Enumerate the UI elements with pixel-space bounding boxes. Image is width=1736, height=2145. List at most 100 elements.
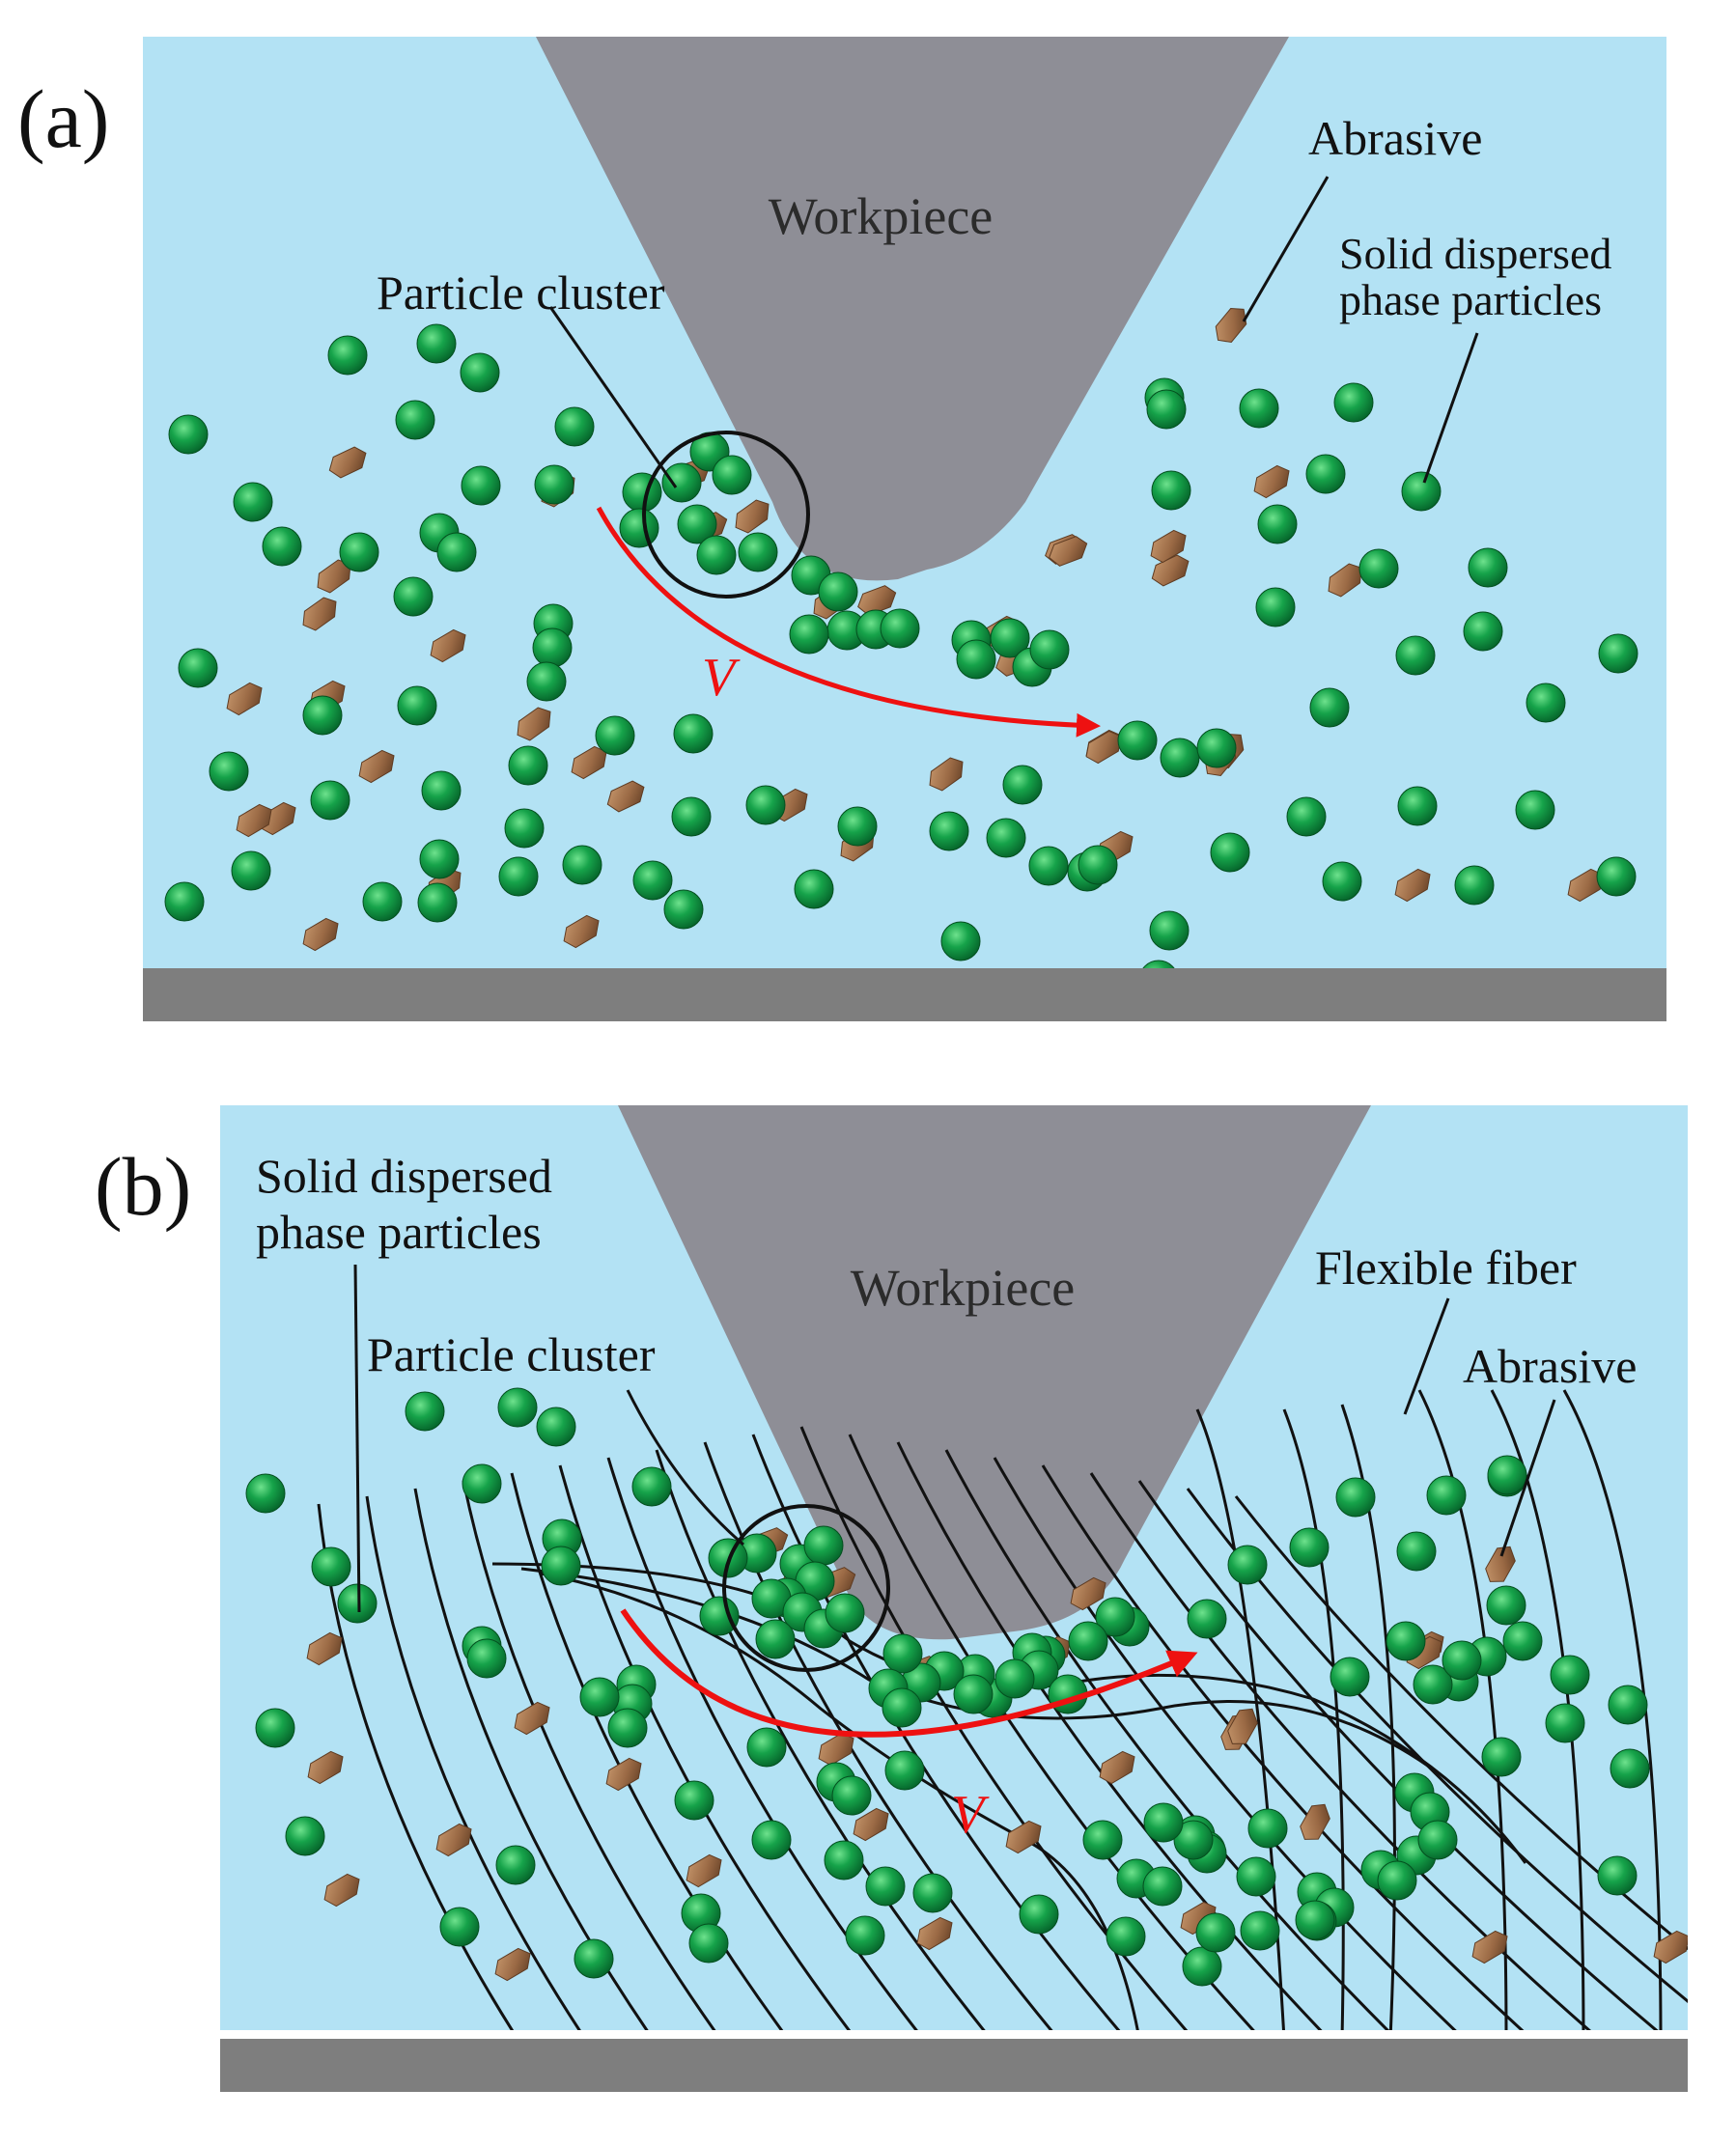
solid-particles-label-a-line2: phase particles xyxy=(1339,275,1602,324)
abrasive-grain xyxy=(517,707,551,741)
dispersed-particle xyxy=(712,455,752,495)
abrasive-leader-a xyxy=(1242,176,1330,322)
dispersed-particle xyxy=(1598,633,1638,674)
dispersed-particle xyxy=(1463,611,1503,652)
dispersed-particle xyxy=(1247,1808,1288,1849)
dispersed-particle xyxy=(1426,1475,1467,1516)
dispersed-particle xyxy=(1413,1664,1453,1705)
dispersed-particle xyxy=(1142,960,1175,968)
dispersed-particle xyxy=(168,414,209,455)
dispersed-particle xyxy=(504,808,545,849)
dispersed-particle xyxy=(508,745,548,786)
dispersed-particle xyxy=(1028,846,1069,886)
dispersed-particle xyxy=(1068,1621,1108,1661)
abrasive-grain xyxy=(563,914,600,949)
panel-a: Workpiece V (a) Particle cluster Abrasiv… xyxy=(17,37,1666,1021)
dispersed-particle xyxy=(745,785,786,825)
dispersed-particle xyxy=(1029,629,1070,670)
dispersed-particle xyxy=(990,618,1030,658)
dispersed-particle xyxy=(1377,1860,1417,1901)
abrasive-grain xyxy=(1180,1901,1217,1936)
flexible-fiber xyxy=(558,1464,852,2030)
dispersed-particle xyxy=(1333,382,1374,423)
flexible-fiber xyxy=(606,1457,918,2030)
dispersed-particle xyxy=(461,465,501,506)
dispersed-particle xyxy=(579,1677,620,1717)
dispersed-particle xyxy=(255,1708,295,1748)
flexible-fiber xyxy=(993,1457,1457,2030)
dispersed-particle xyxy=(595,715,635,756)
velocity-arrow-a xyxy=(596,506,1101,738)
dispersed-particle xyxy=(794,869,834,909)
abrasive-grain xyxy=(686,1853,722,1888)
dispersed-particle xyxy=(497,1387,538,1428)
dispersed-particle xyxy=(327,335,368,376)
dispersed-particle xyxy=(884,1750,925,1791)
dispersed-particle xyxy=(663,889,704,930)
dispersed-particle xyxy=(1257,504,1298,544)
dispersed-particle xyxy=(1322,861,1362,902)
dispersed-particle xyxy=(1078,845,1118,885)
dispersed-particle xyxy=(953,1674,994,1714)
dispersed-particle xyxy=(1240,1910,1280,1951)
dispersed-particle xyxy=(1401,471,1442,512)
dispersed-particle xyxy=(803,1525,844,1566)
flexible-fiber-label-b: Flexible fiber xyxy=(1315,1240,1577,1295)
abrasive-grain xyxy=(929,757,964,792)
dispersed-particle xyxy=(825,1593,865,1633)
dispersed-particle xyxy=(699,1596,740,1636)
dispersed-particle xyxy=(574,1938,614,1979)
base-plate-a xyxy=(143,968,1666,1021)
dispersed-particle xyxy=(362,881,403,922)
dispersed-particle xyxy=(940,921,981,961)
dispersed-particle xyxy=(1468,547,1508,588)
dispersed-particle xyxy=(498,856,539,897)
dispersed-particle xyxy=(1286,796,1327,837)
dispersed-particle xyxy=(607,1708,648,1748)
dispersed-particle xyxy=(541,1546,581,1586)
dispersed-particle xyxy=(1397,786,1438,826)
dispersed-particle xyxy=(631,1466,672,1507)
flexible-fiber xyxy=(510,1472,784,2030)
dispersed-particle xyxy=(1545,1703,1585,1743)
dispersed-particle xyxy=(1454,865,1495,905)
dispersed-particle xyxy=(416,323,457,364)
dispersed-particle xyxy=(262,526,302,567)
abrasive-grain xyxy=(226,682,263,716)
dispersed-particle xyxy=(1487,1455,1527,1495)
dispersed-particle xyxy=(1146,389,1187,430)
flexible-fiber xyxy=(1234,1495,1688,1951)
dispersed-particle xyxy=(526,661,567,702)
abrasive-grain xyxy=(1070,1576,1106,1611)
dispersed-particle xyxy=(1195,1912,1236,1953)
dispersed-particle xyxy=(1117,720,1158,761)
abrasive-grain xyxy=(1471,1930,1508,1964)
dispersed-particle xyxy=(1526,682,1566,723)
abrasive-grain xyxy=(1227,1708,1258,1744)
dispersed-particle xyxy=(1106,1916,1146,1957)
flexible-fiber xyxy=(1089,1472,1592,2030)
dispersed-particle xyxy=(929,811,969,851)
dispersed-particle xyxy=(1255,587,1296,627)
dispersed-particle xyxy=(1515,790,1555,830)
dispersed-particle xyxy=(1142,1866,1183,1907)
dispersed-particle xyxy=(882,1633,923,1674)
abrasive-grain xyxy=(323,1873,360,1908)
dispersed-particle xyxy=(393,576,434,617)
abrasive-grain xyxy=(1005,1820,1042,1854)
solid-particles-label-b-line2: phase particles xyxy=(256,1205,542,1259)
abrasive-grain xyxy=(1485,1546,1516,1582)
dispersed-particle xyxy=(1395,635,1436,676)
abrasive-grain xyxy=(328,446,367,479)
dispersed-particle xyxy=(1151,470,1191,511)
dispersed-particle xyxy=(619,508,659,548)
flexible-fiber xyxy=(1340,1404,1396,2030)
dispersed-particle xyxy=(1442,1640,1482,1681)
flexible-fiber xyxy=(1041,1464,1525,2030)
flexible-fiber xyxy=(751,1434,1121,2030)
particle-cluster-label-b: Particle cluster xyxy=(367,1327,656,1381)
dispersed-particle xyxy=(1330,1657,1370,1697)
flexible-fiber xyxy=(1562,1389,1663,2030)
dispersed-particle xyxy=(837,806,878,847)
